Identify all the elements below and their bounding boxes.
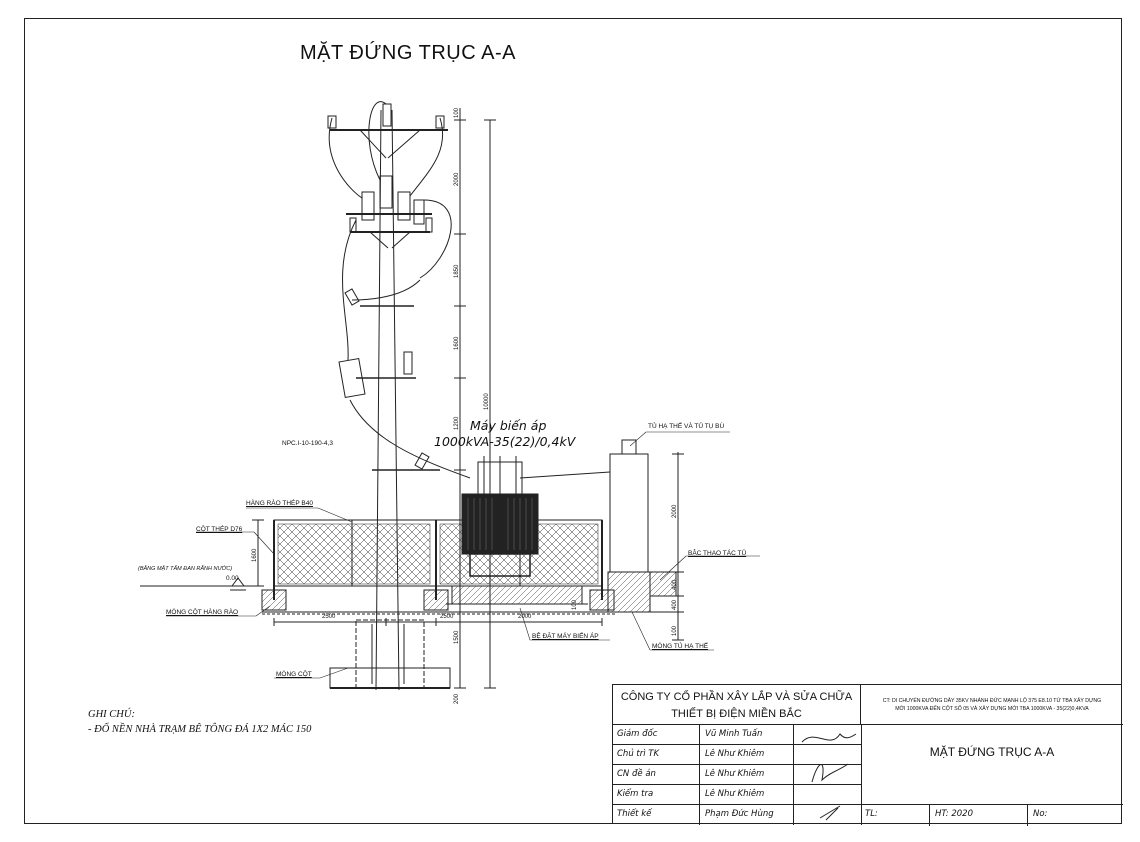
- company-line1: CÔNG TY CỔ PHẦN XÂY LẮP VÀ SỬA CHỮA: [620, 691, 853, 703]
- ground-line: [262, 611, 615, 615]
- mid-crossarms: [356, 305, 440, 471]
- dim-1850: 1850: [454, 264, 460, 278]
- dim-2000: 2000: [454, 172, 460, 186]
- scale-label: TL:: [865, 809, 878, 819]
- title-block: CÔNG TY CỔ PHẦN XÂY LẮP VÀ SỬA CHỮA THIẾ…: [612, 684, 1123, 826]
- divider: [793, 725, 794, 825]
- row-name: Vũ Minh Tuấn: [705, 729, 763, 739]
- transformer-spec: 1000kVA-35(22)/0,4kV: [434, 434, 576, 449]
- datum-level-symbol: [140, 577, 262, 591]
- title-row: Chủ trì TK Lê Như Khiêm: [613, 745, 861, 765]
- operating-step-label: BẬC THAO TÁC TỦ: [688, 550, 747, 557]
- transformer-plinth: [446, 585, 588, 605]
- row-role: Chủ trì TK: [617, 749, 660, 759]
- surge-arrester: [338, 288, 430, 470]
- fence-foundation-label: MÓNG CỘT HÀNG RÀO: [166, 609, 239, 616]
- title-row: CN đề án Lê Như Khiêm: [613, 765, 861, 785]
- leader-lines: [166, 431, 760, 679]
- dim-top: 100: [454, 107, 460, 118]
- row-role: Kiểm tra: [617, 789, 654, 799]
- dim-foundation-base: 200: [454, 693, 460, 704]
- title-row: Giám đốc Vũ Minh Tuấn: [613, 725, 861, 745]
- transformer-label: Máy biến áp: [470, 418, 547, 433]
- notes-heading: GHI CHÚ:: [88, 709, 135, 720]
- row-name: Phạm Đức Hùng: [705, 809, 774, 819]
- dim-cabinet-base: 400: [672, 579, 678, 590]
- dim-total: 10000: [484, 393, 490, 410]
- row-role: Thiết kế: [617, 809, 652, 819]
- steel-post-label: CỘT THÉP D76: [196, 526, 243, 533]
- lv-cabinet: [519, 439, 684, 641]
- dim-h2: 2500: [440, 614, 454, 620]
- company-name: CÔNG TY CỔ PHẦN XÂY LẮP VÀ SỬA CHỮA THIẾ…: [613, 685, 861, 725]
- dim-foundation: 1500: [454, 630, 460, 644]
- block-footer: TL: HT: 2020 No:: [861, 804, 1123, 826]
- dim-h3: 2000: [518, 614, 532, 620]
- project-line2: MỚI 1000KVA ĐẾN CỘT SỐ 05 VÀ XÂY DỰNG MỚ…: [895, 706, 1089, 712]
- dim-1200: 1200: [454, 416, 460, 430]
- pole-foundation-block: [329, 619, 451, 689]
- transformer-base-label: BỆ ĐẶT MÁY BIẾN ÁP: [532, 633, 599, 640]
- title-row: Thiết kế Phạm Đức Hùng: [613, 805, 861, 825]
- project-name: CT: DI CHUYỂN ĐƯỜNG DÂY 35KV NHÁNH ĐỨC M…: [861, 685, 1123, 725]
- top-crossarm: [327, 103, 448, 159]
- drawing-title: MẶT ĐỨNG TRỤC A-A: [300, 42, 516, 64]
- row-role: CN đề án: [617, 769, 656, 779]
- divider: [861, 725, 862, 825]
- fuse-cutout-assembly: [346, 175, 433, 249]
- dim-base-c: 100: [672, 625, 678, 636]
- divider: [929, 805, 930, 826]
- dim-base-a: 100: [572, 599, 578, 610]
- lv-cabinet-label: TỦ HẠ THẾ VÀ TỦ TỤ BÙ: [648, 423, 725, 430]
- signatures: [801, 733, 857, 821]
- overhead-leads: [328, 101, 471, 479]
- dim-cabinet-height: 2000: [672, 504, 678, 518]
- datum-note: (BẰNG MẶT TẤM ĐAN RÃNH NƯỚC): [138, 566, 233, 572]
- insulator-label: NPC.I-10-190-4,3: [282, 440, 333, 447]
- dim-1600: 1600: [454, 336, 460, 350]
- block-drawing-title: MẶT ĐỨNG TRỤC A-A: [929, 745, 1055, 759]
- title-row: Kiểm tra Lê Như Khiêm: [613, 785, 861, 805]
- year-label: HT: 2020: [935, 809, 974, 819]
- row-name: Lê Như Khiêm: [705, 789, 765, 799]
- datum-level: 0.00: [226, 575, 239, 582]
- pole-foundation-label: MÓNG CỘT: [276, 671, 312, 678]
- fence-label: HÀNG RÀO THÉP B40: [246, 500, 313, 507]
- dim-fence-height: 1600: [252, 548, 258, 562]
- drawing-frame: [24, 18, 1122, 824]
- project-line1: CT: DI CHUYỂN ĐƯỜNG DÂY 35KV NHÁNH ĐỨC M…: [882, 698, 1102, 704]
- dim-base-b: 400: [672, 599, 678, 610]
- row-name: Lê Như Khiêm: [705, 749, 765, 759]
- dim-h1: 2500: [322, 614, 336, 620]
- cabinet-foundation-label: MÓNG TỦ HẠ THẾ: [652, 643, 709, 650]
- transformer: [461, 456, 539, 577]
- company-line2: THIẾT BỊ ĐIỆN MIỀN BẮC: [671, 708, 802, 720]
- horizontal-dimensions: [273, 618, 603, 626]
- row-name: Lê Như Khiêm: [705, 769, 765, 779]
- divider: [1027, 805, 1028, 826]
- divider: [699, 725, 700, 825]
- row-role: Giám đốc: [617, 729, 658, 739]
- notes-line: - ĐỔ NỀN NHÀ TRẠM BÊ TÔNG ĐÁ 1X2 MÁC 150: [88, 724, 312, 735]
- number-label: No:: [1033, 809, 1048, 819]
- notes: GHI CHÚ: - ĐỔ NỀN NHÀ TRẠM BÊ TÔNG ĐÁ 1X…: [88, 707, 311, 737]
- concrete-pole: [375, 109, 400, 691]
